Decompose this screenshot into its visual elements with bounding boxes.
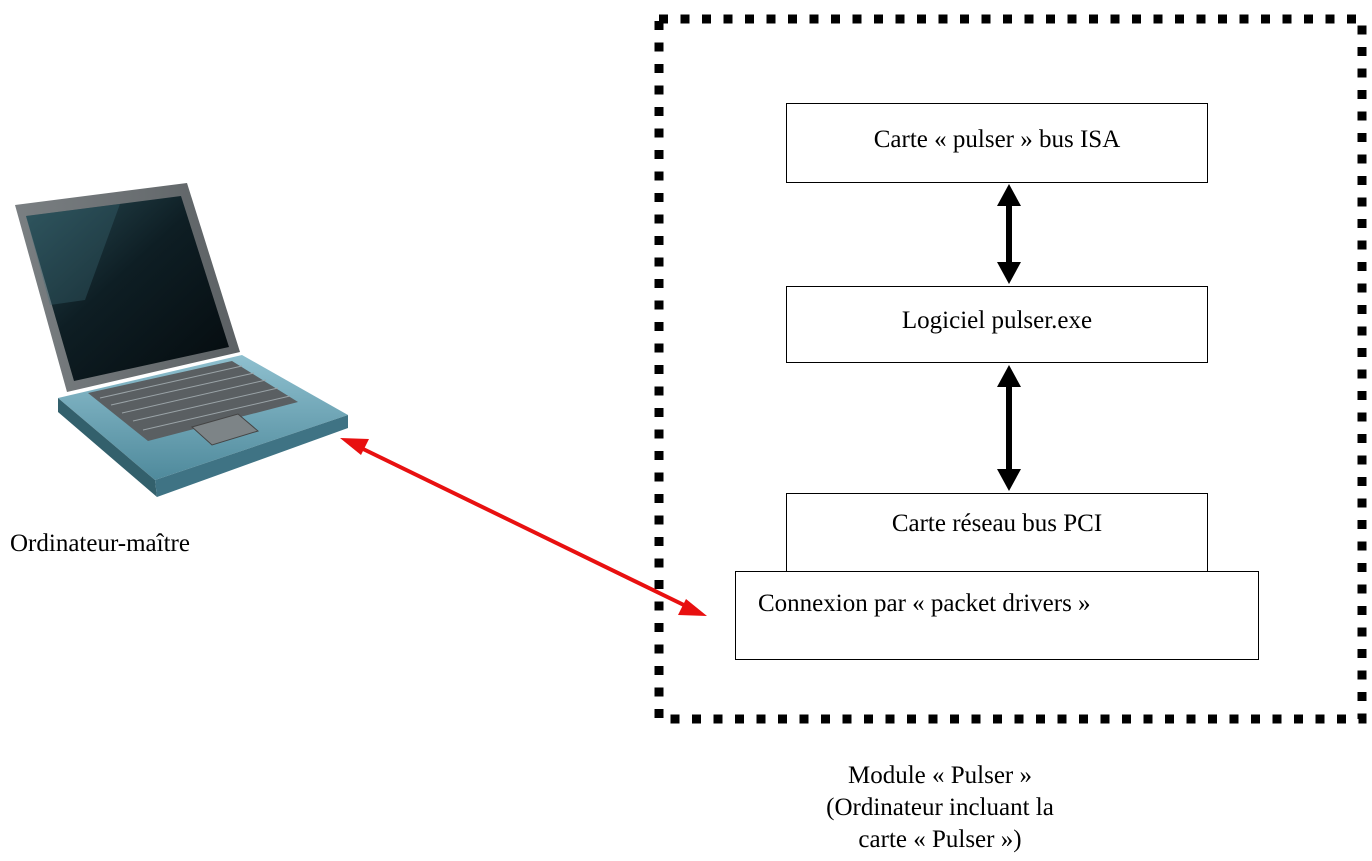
module-caption-line2: (Ordinateur incluant la bbox=[826, 794, 1054, 821]
module-caption-line3: carte « Pulser ») bbox=[858, 826, 1022, 853]
arrow-isa-software bbox=[997, 184, 1021, 284]
network-card-label: Carte réseau bus PCI bbox=[891, 510, 1103, 537]
arrow-laptop-module bbox=[340, 438, 707, 616]
packet-drivers-label: Connexion par « packet drivers » bbox=[758, 590, 1091, 617]
packet-drivers-box: Connexion par « packet drivers » bbox=[735, 571, 1259, 660]
network-card-box: Carte réseau bus PCI bbox=[786, 493, 1208, 573]
laptop-icon bbox=[15, 183, 348, 497]
module-frame bbox=[654, 14, 1367, 724]
software-label: Logiciel pulser.exe bbox=[901, 307, 1093, 334]
isa-card-label: Carte « pulser » bus ISA bbox=[873, 126, 1121, 153]
isa-card-box: Carte « pulser » bus ISA bbox=[786, 103, 1208, 183]
arrow-software-network bbox=[997, 365, 1021, 491]
module-caption-line1: Module « Pulser » bbox=[847, 762, 1033, 789]
laptop-label: Ordinateur-maître bbox=[10, 530, 190, 557]
module-caption: Module « Pulser » (Ordinateur incluant l… bbox=[770, 760, 1110, 856]
software-box: Logiciel pulser.exe bbox=[786, 286, 1208, 363]
